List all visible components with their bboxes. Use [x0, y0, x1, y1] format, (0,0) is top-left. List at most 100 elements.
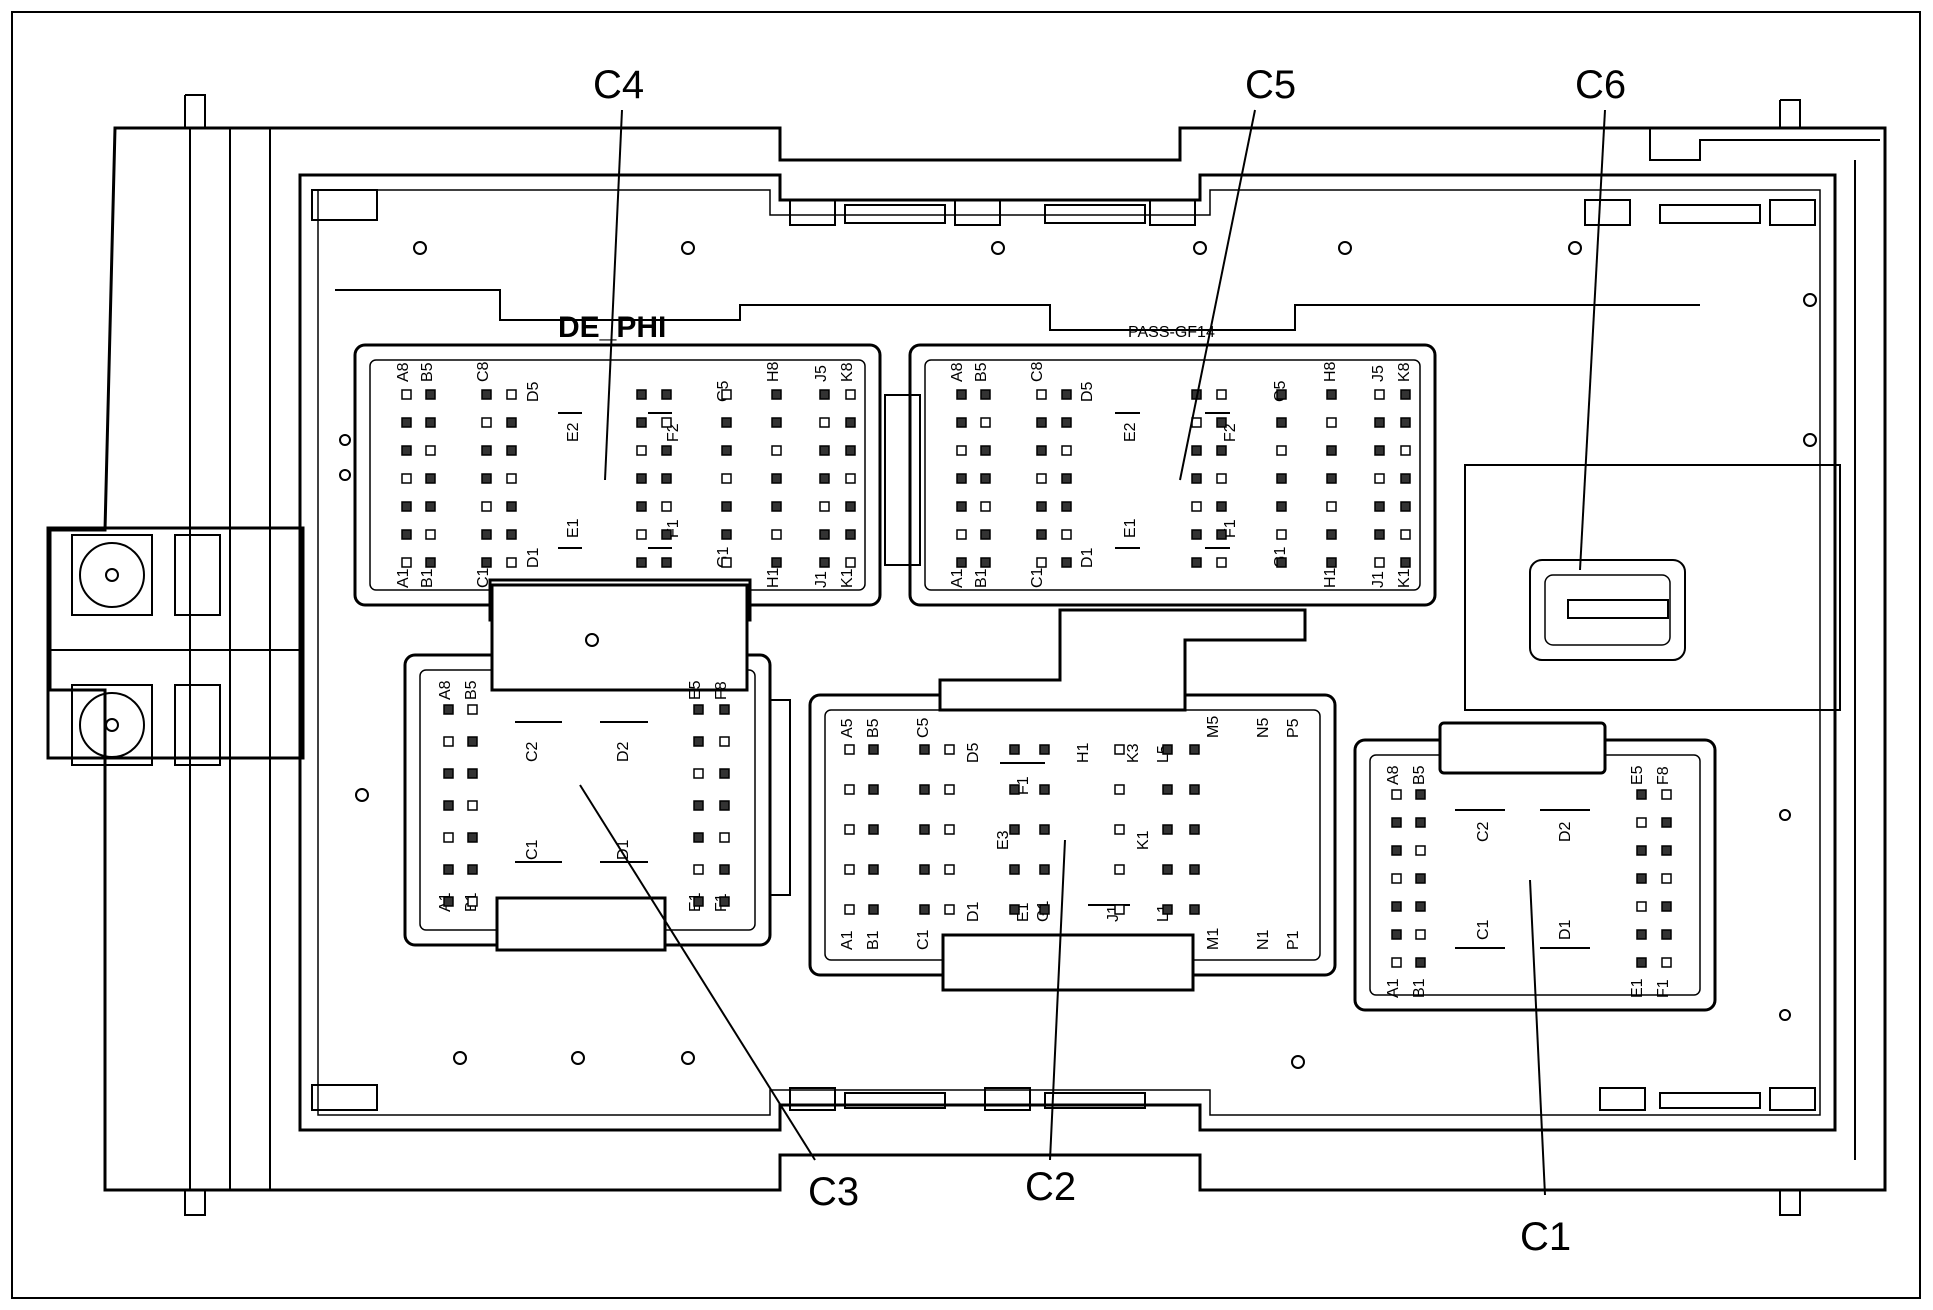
pin-cavity	[845, 529, 856, 540]
pin-cavity	[1189, 744, 1200, 755]
connector-c5	[884, 343, 1437, 607]
pin-cavity	[956, 557, 967, 568]
pin-cavity	[1374, 389, 1385, 400]
pin-cavity	[693, 704, 704, 715]
pin-cavity	[1415, 957, 1426, 968]
pin-cavity	[425, 389, 436, 400]
pin-cavity	[819, 473, 830, 484]
pin-cavity	[1114, 784, 1125, 795]
pin-cavity	[443, 864, 454, 875]
pin-cavity	[719, 736, 730, 747]
pin-label-c5-k1: K1	[1396, 568, 1413, 588]
pin-label-c2-d1: D1	[965, 901, 982, 922]
pin-cavity	[467, 896, 478, 907]
pin-cavity	[401, 389, 412, 400]
pin-cavity	[481, 501, 492, 512]
pin-label-c3-a8: A8	[437, 680, 454, 700]
housing-outline	[48, 94, 1887, 1216]
pin-cavity	[1636, 873, 1647, 884]
pin-cavity	[1189, 864, 1200, 875]
pin-label-c4-j5: J5	[813, 365, 830, 382]
pin-cavity	[425, 473, 436, 484]
pin-cavity	[1036, 529, 1047, 540]
c6-leader	[1579, 109, 1606, 571]
pin-label-c4-c8: C8	[475, 361, 492, 382]
pin-cavity	[1391, 929, 1402, 940]
pin-cavity	[1661, 957, 1672, 968]
pin-label-c5-b5: B5	[973, 362, 990, 382]
pin-cavity	[980, 501, 991, 512]
pin-cavity	[1036, 557, 1047, 568]
pin-cavity	[1036, 389, 1047, 400]
pin-cavity	[721, 389, 732, 400]
pin-cavity	[1415, 901, 1426, 912]
pin-cavity	[1061, 501, 1072, 512]
pin-cavity	[721, 445, 732, 456]
pin-label-c3-c1: C1	[524, 839, 541, 860]
pin-cavity	[1661, 845, 1672, 856]
battery-stud-block	[46, 526, 305, 766]
pin-label-c2-d5: D5	[965, 742, 982, 763]
pin-cavity	[1636, 901, 1647, 912]
pin-cavity	[1009, 824, 1020, 835]
stud-bottom-icon	[79, 692, 145, 758]
pin-cavity	[506, 557, 517, 568]
pin-cavity	[771, 417, 782, 428]
pin-cavity	[844, 864, 855, 875]
pin-label-c2-c1: C1	[915, 929, 932, 950]
pin-cavity	[1326, 473, 1337, 484]
pin-cavity	[1326, 529, 1337, 540]
pin-cavity	[719, 704, 730, 715]
pin-cavity	[980, 417, 991, 428]
pin-cavity	[1039, 784, 1050, 795]
callout-c5: C5	[1245, 63, 1296, 107]
pin-cavity	[1039, 744, 1050, 755]
top-slots	[311, 189, 1816, 1111]
pin-cavity	[443, 768, 454, 779]
pin-cavity	[819, 557, 830, 568]
pin-cavity	[693, 896, 704, 907]
pin-cavity	[719, 768, 730, 779]
pin-cavity	[467, 704, 478, 715]
pin-cavity	[868, 744, 879, 755]
pin-cavity	[506, 389, 517, 400]
pin-cavity	[1400, 501, 1411, 512]
pin-cavity	[425, 501, 436, 512]
pin-cavity	[425, 417, 436, 428]
pin-cavity	[956, 389, 967, 400]
c6-housing	[1464, 464, 1841, 711]
pin-cavity	[467, 736, 478, 747]
pin-cavity	[636, 473, 647, 484]
pin-cavity	[401, 529, 412, 540]
pin-label-c5-k8: K8	[1396, 362, 1413, 382]
pin-cavity	[1391, 901, 1402, 912]
pin-cavity	[721, 557, 732, 568]
c4-leader	[604, 109, 623, 481]
pin-cavity	[1636, 817, 1647, 828]
pin-label-c5-h8: H8	[1322, 361, 1339, 382]
pin-cavity	[401, 445, 412, 456]
pin-cavity	[481, 389, 492, 400]
pin-cavity	[1276, 529, 1287, 540]
pin-cavity	[845, 389, 856, 400]
pin-label-c4-b1: B1	[419, 568, 436, 588]
pin-cavity	[401, 473, 412, 484]
pin-cavity	[1114, 904, 1125, 915]
pin-cavity	[1039, 824, 1050, 835]
pin-cavity	[1191, 417, 1202, 428]
pin-cavity	[1036, 445, 1047, 456]
pin-label-c1-c2: C2	[1475, 821, 1492, 842]
pin-cavity	[1636, 929, 1647, 940]
pin-cavity	[1162, 824, 1173, 835]
pin-label-c1-a1: A1	[1385, 978, 1402, 998]
pin-cavity	[1661, 901, 1672, 912]
pin-cavity	[506, 417, 517, 428]
pin-cavity	[1039, 904, 1050, 915]
pin-cavity	[944, 824, 955, 835]
pin-cavity	[506, 529, 517, 540]
pin-cavity	[844, 784, 855, 795]
pin-cavity	[1162, 784, 1173, 795]
pin-cavity	[1374, 501, 1385, 512]
pin-label-c1-e5: E5	[1629, 765, 1646, 785]
